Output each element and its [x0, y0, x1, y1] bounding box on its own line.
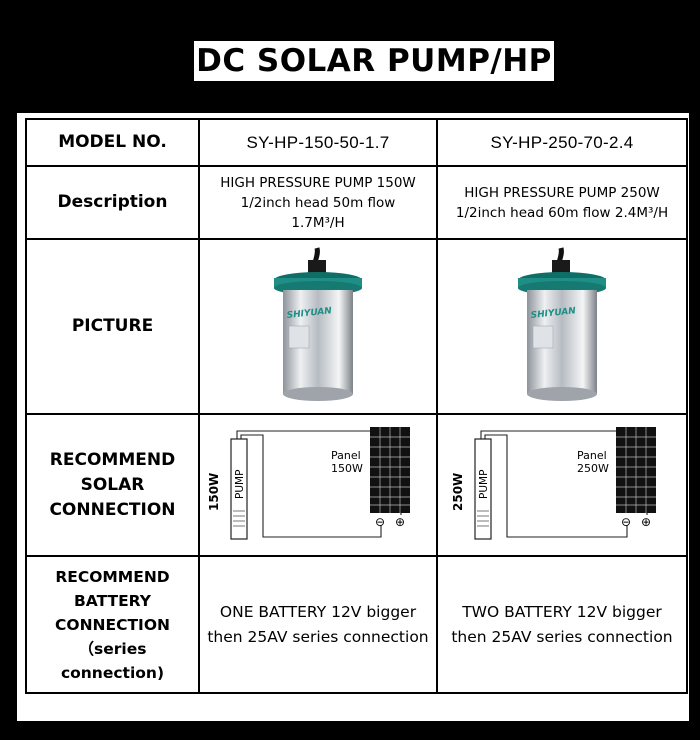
page-title-box: DC SOLAR PUMP/HP: [194, 41, 554, 81]
picture-label: PICTURE: [25, 238, 200, 415]
solar-diagram-2: 250W PUMP Panel 250W: [451, 427, 656, 540]
solar-label-line-1: RECOMMEND: [49, 449, 176, 470]
picture-1: SHIYUAN: [198, 238, 438, 415]
page-title: DC SOLAR PUMP/HP: [196, 43, 552, 79]
solar-panel-1: [370, 427, 410, 513]
solar-panel-2: [616, 427, 656, 513]
wire-negative-1: [240, 434, 382, 538]
pump-watt-2: 250W: [451, 473, 465, 511]
terminal-minus-1: ⊖: [375, 515, 385, 529]
terminal-plus-2: ⊕: [641, 515, 651, 529]
battery-1-line-1: ONE BATTERY 12V bigger: [219, 602, 417, 621]
model-no-2: SY-HP-250-70-2.4: [436, 118, 688, 167]
battery-label-line-1: RECOMMEND: [55, 567, 170, 586]
terminal-plus-1: ⊕: [395, 515, 405, 529]
panel-watt-1: 150W: [331, 462, 363, 475]
battery-2-line-2: then 25AV series connection: [451, 627, 673, 646]
pump-text-1: PUMP: [234, 470, 246, 499]
pump-brand-1: SHIYUAN: [286, 306, 333, 321]
battery-1-line-2: then 25AV series connection: [207, 627, 429, 646]
description-row: Description HIGH PRESSURE PUMP 150W 1/2i…: [25, 165, 688, 240]
panel-text-1: Panel: [331, 449, 361, 462]
solar-diagram-1: 150W PUMP Panel 150W: [207, 427, 410, 540]
battery-row: RECOMMEND BATTERY CONNECTION （series con…: [25, 555, 688, 694]
description-2-line-1: HIGH PRESSURE PUMP 250W: [464, 184, 660, 201]
spec-table: MODEL NO. SY-HP-150-50-1.7 SY-HP-250-70-…: [25, 118, 688, 694]
pump-image-1: SHIYUAN: [274, 246, 362, 401]
pump-body-1: [230, 438, 248, 540]
solar-label-line-3: CONNECTION: [49, 499, 176, 520]
model-label: MODEL NO.: [25, 118, 200, 167]
terminal-minus-2: ⊖: [621, 515, 631, 529]
model-no-1: SY-HP-150-50-1.7: [198, 118, 438, 167]
battery-label-line-3: CONNECTION: [55, 615, 170, 634]
wire-negative-2: [484, 434, 628, 538]
battery-connection-1: ONE BATTERY 12V bigger then 25AV series …: [198, 555, 438, 694]
solar-diagram-cell-1: 150W PUMP Panel 150W: [198, 413, 438, 557]
battery-connection-2: TWO BATTERY 12V bigger then 25AV series …: [436, 555, 688, 694]
solar-diagram-cell-2: 250W PUMP Panel 250W: [436, 413, 688, 557]
picture-2: SHIYUAN: [436, 238, 688, 415]
description-1-line-1: HIGH PRESSURE PUMP 150W: [220, 174, 416, 191]
battery-label-line-2: BATTERY: [73, 591, 151, 610]
description-label: Description: [25, 165, 200, 240]
solar-row: RECOMMEND SOLAR CONNECTION 150W PUMP Pan…: [25, 413, 688, 557]
model-row: MODEL NO. SY-HP-150-50-1.7 SY-HP-250-70-…: [25, 118, 688, 167]
description-1-line-2: 1/2inch head 50m flow: [240, 194, 396, 211]
pump-text-2: PUMP: [478, 470, 490, 499]
battery-label: RECOMMEND BATTERY CONNECTION （series con…: [25, 555, 200, 694]
description-2: HIGH PRESSURE PUMP 250W 1/2inch head 60m…: [436, 165, 688, 240]
pump-watt-1: 150W: [207, 473, 221, 511]
pump-image-2: SHIYUAN: [518, 246, 606, 401]
solar-label: RECOMMEND SOLAR CONNECTION: [25, 413, 200, 557]
pump-body-2: [474, 438, 492, 540]
description-1: HIGH PRESSURE PUMP 150W 1/2inch head 50m…: [198, 165, 438, 240]
battery-2-line-1: TWO BATTERY 12V bigger: [462, 602, 662, 621]
description-2-line-2: 1/2inch head 60m flow 2.4M³/H: [455, 204, 669, 221]
panel-watt-2: 250W: [577, 462, 609, 475]
panel-text-2: Panel: [577, 449, 607, 462]
battery-label-line-5: connection): [60, 663, 165, 682]
description-1-line-3: 1.7M³/H: [291, 214, 345, 231]
picture-row: PICTURE SHIYUAN: [25, 238, 688, 415]
solar-label-line-2: SOLAR: [80, 474, 145, 495]
pump-brand-2: SHIYUAN: [530, 306, 577, 321]
battery-label-line-4: （series: [78, 639, 147, 658]
